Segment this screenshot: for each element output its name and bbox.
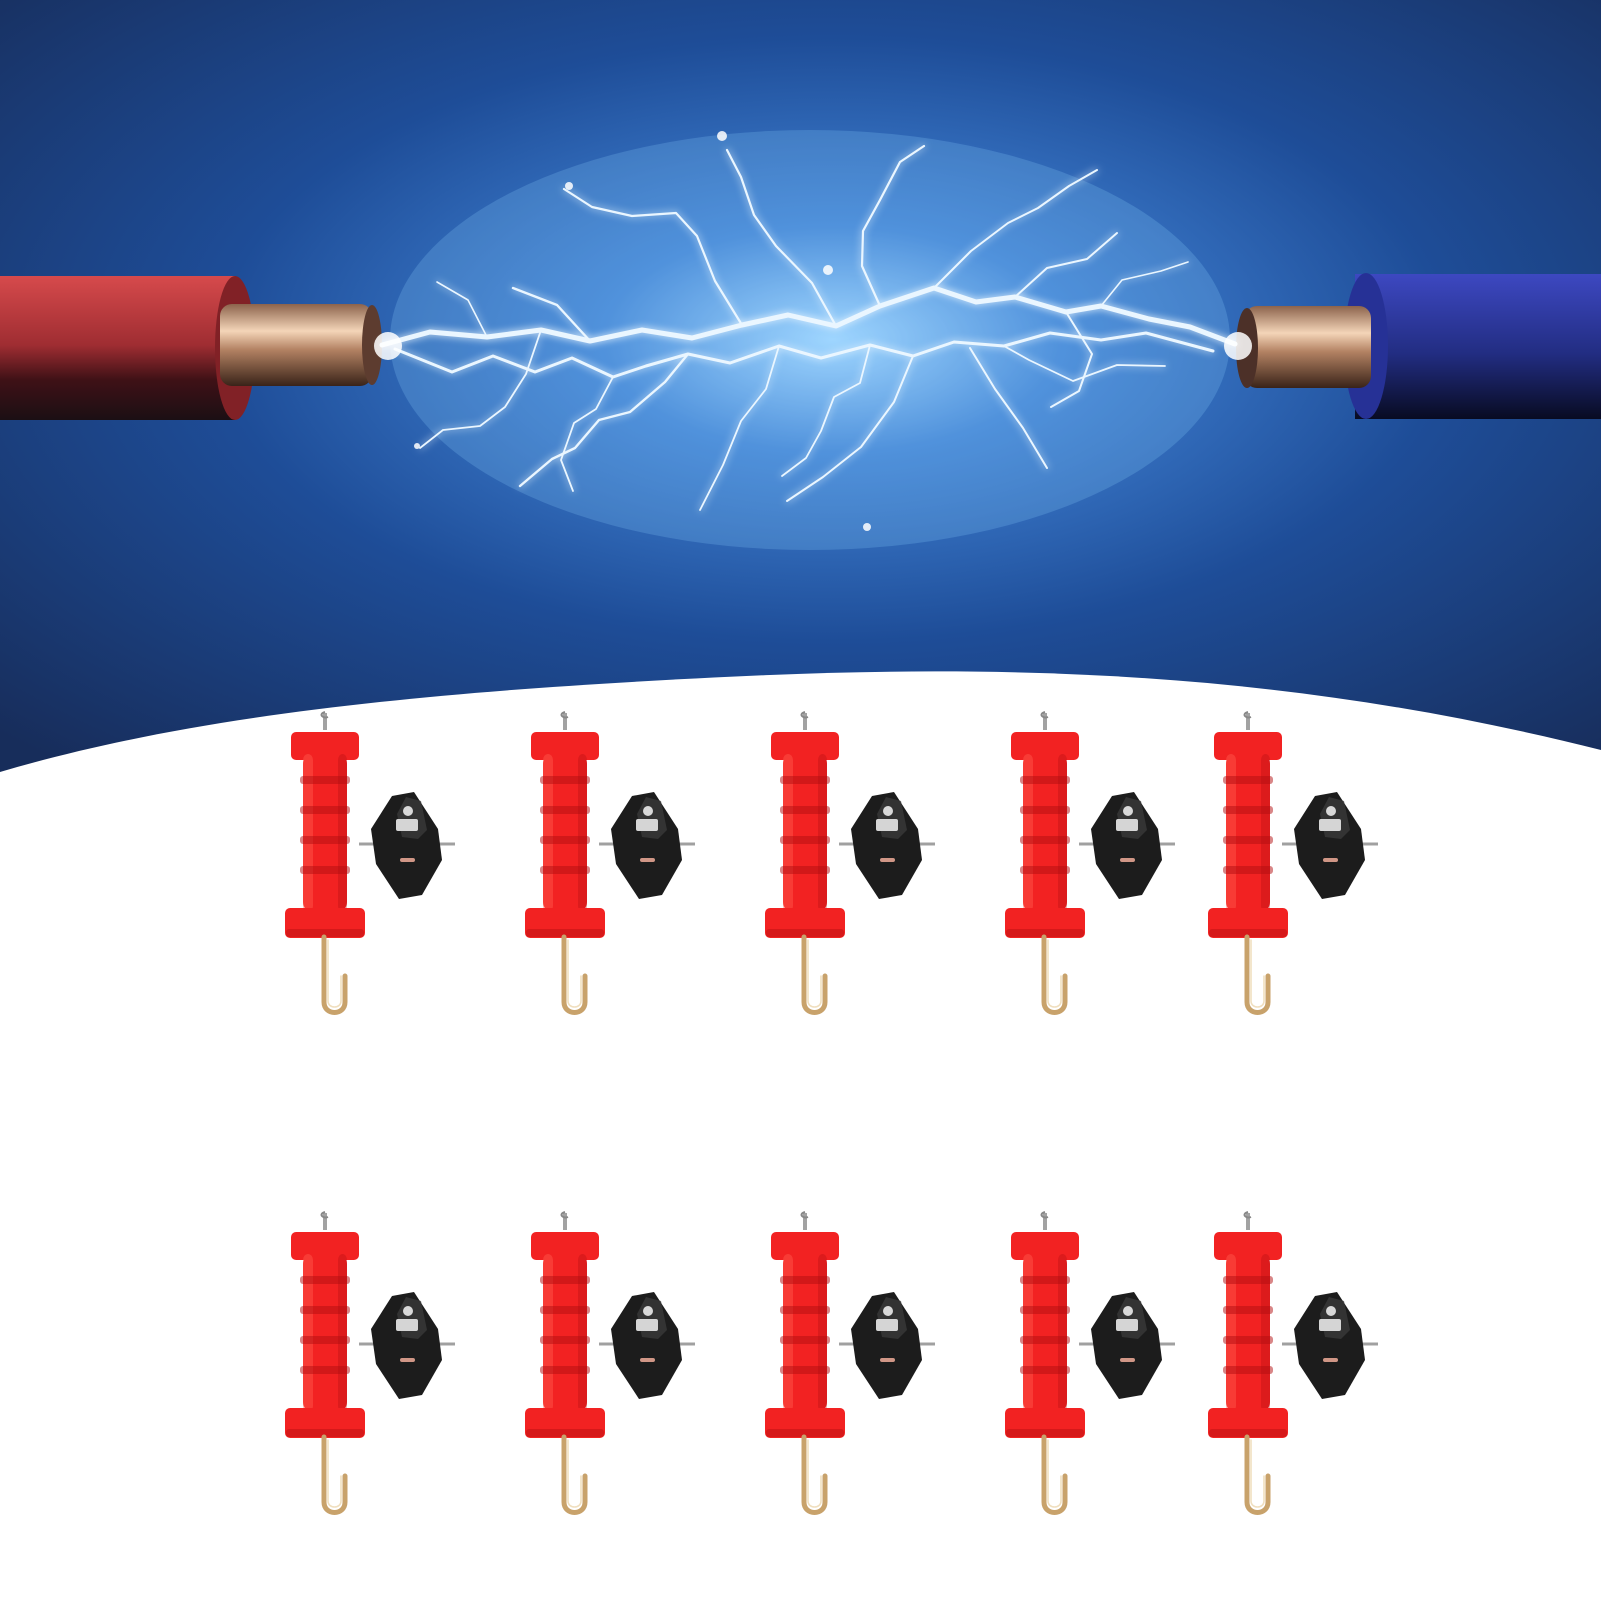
- gate-handle: [765, 1211, 845, 1515]
- gate-handle: [1005, 1211, 1085, 1515]
- fence-insulator: [359, 1292, 455, 1399]
- red-wire: [0, 276, 382, 420]
- gate-handle-set-7: [495, 1210, 715, 1540]
- spark-dots: [374, 131, 1252, 531]
- fence-insulator: [1282, 792, 1378, 899]
- electric-spark-hero: [0, 0, 1601, 790]
- spark-background: [0, 0, 1601, 790]
- gate-handle-set-10: [1178, 1210, 1398, 1540]
- gate-handle-set-6-svg: [285, 1211, 455, 1515]
- gate-handle-set-8-svg: [765, 1211, 935, 1515]
- gate-handle-set-10-svg: [1208, 1211, 1378, 1515]
- fence-insulator: [599, 792, 695, 899]
- fence-insulator: [839, 792, 935, 899]
- lightning-bolts: [379, 144, 1238, 511]
- fence-insulator: [1079, 792, 1175, 899]
- gate-handle-set-9: [975, 1210, 1195, 1540]
- gate-handle-set-7-svg: [525, 1211, 695, 1515]
- fence-insulator: [359, 792, 455, 899]
- fence-insulator: [599, 1292, 695, 1399]
- gate-handle-set-9-svg: [1005, 1211, 1175, 1515]
- gate-handle: [525, 1211, 605, 1515]
- gate-handle-set-8: [735, 1210, 955, 1540]
- fence-insulator: [1282, 1292, 1378, 1399]
- gate-handle: [285, 1211, 365, 1515]
- blue-wire: [1236, 273, 1601, 419]
- spark-glow: [390, 130, 1230, 550]
- gate-handle: [1208, 1211, 1288, 1515]
- fence-insulator: [1079, 1292, 1175, 1399]
- fence-insulator: [839, 1292, 935, 1399]
- gate-handle-set-6: [255, 1210, 475, 1540]
- spark-illustration: [0, 0, 1601, 790]
- white-curve: [0, 671, 1601, 790]
